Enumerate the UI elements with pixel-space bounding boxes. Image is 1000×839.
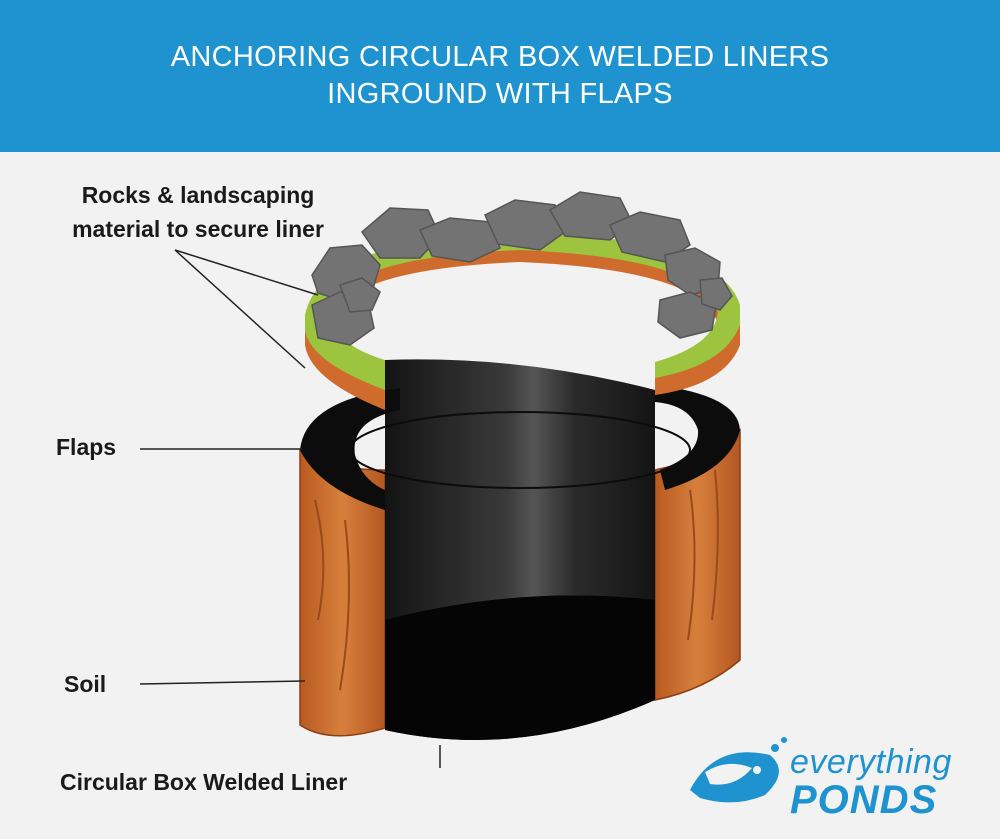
- label-rocks: Rocks & landscaping material to secure l…: [28, 178, 368, 246]
- label-flaps: Flaps: [56, 434, 117, 460]
- soil-leader: [139, 680, 306, 685]
- label-soil: Soil: [64, 671, 107, 697]
- rocks-leader-2: [174, 249, 306, 369]
- logo-fish-icon: [690, 737, 787, 803]
- header-banner: ANCHORING CIRCULAR BOX WELDED LINERS ING…: [0, 0, 1000, 152]
- title-line-2: INGROUND WITH FLAPS: [327, 78, 673, 110]
- logo-text-top: everything: [790, 743, 952, 781]
- rocks: [311, 191, 733, 346]
- logo: everything PONDS: [790, 744, 980, 820]
- label-rocks-line-2: material to secure liner: [72, 216, 324, 242]
- label-liner: Circular Box Welded Liner: [60, 769, 348, 795]
- title-line-1: ANCHORING CIRCULAR BOX WELDED LINERS: [170, 41, 830, 73]
- page-title: ANCHORING CIRCULAR BOX WELDED LINERS ING…: [90, 39, 910, 113]
- top-ring: [305, 230, 740, 410]
- label-rocks-line-1: Rocks & landscaping: [81, 182, 315, 208]
- logo-text-bottom: PONDS: [790, 778, 938, 822]
- liner-body: [385, 359, 655, 740]
- rocks-leader-1: [174, 249, 319, 296]
- leader-lines: [139, 249, 441, 768]
- liner-flaps: [300, 385, 740, 510]
